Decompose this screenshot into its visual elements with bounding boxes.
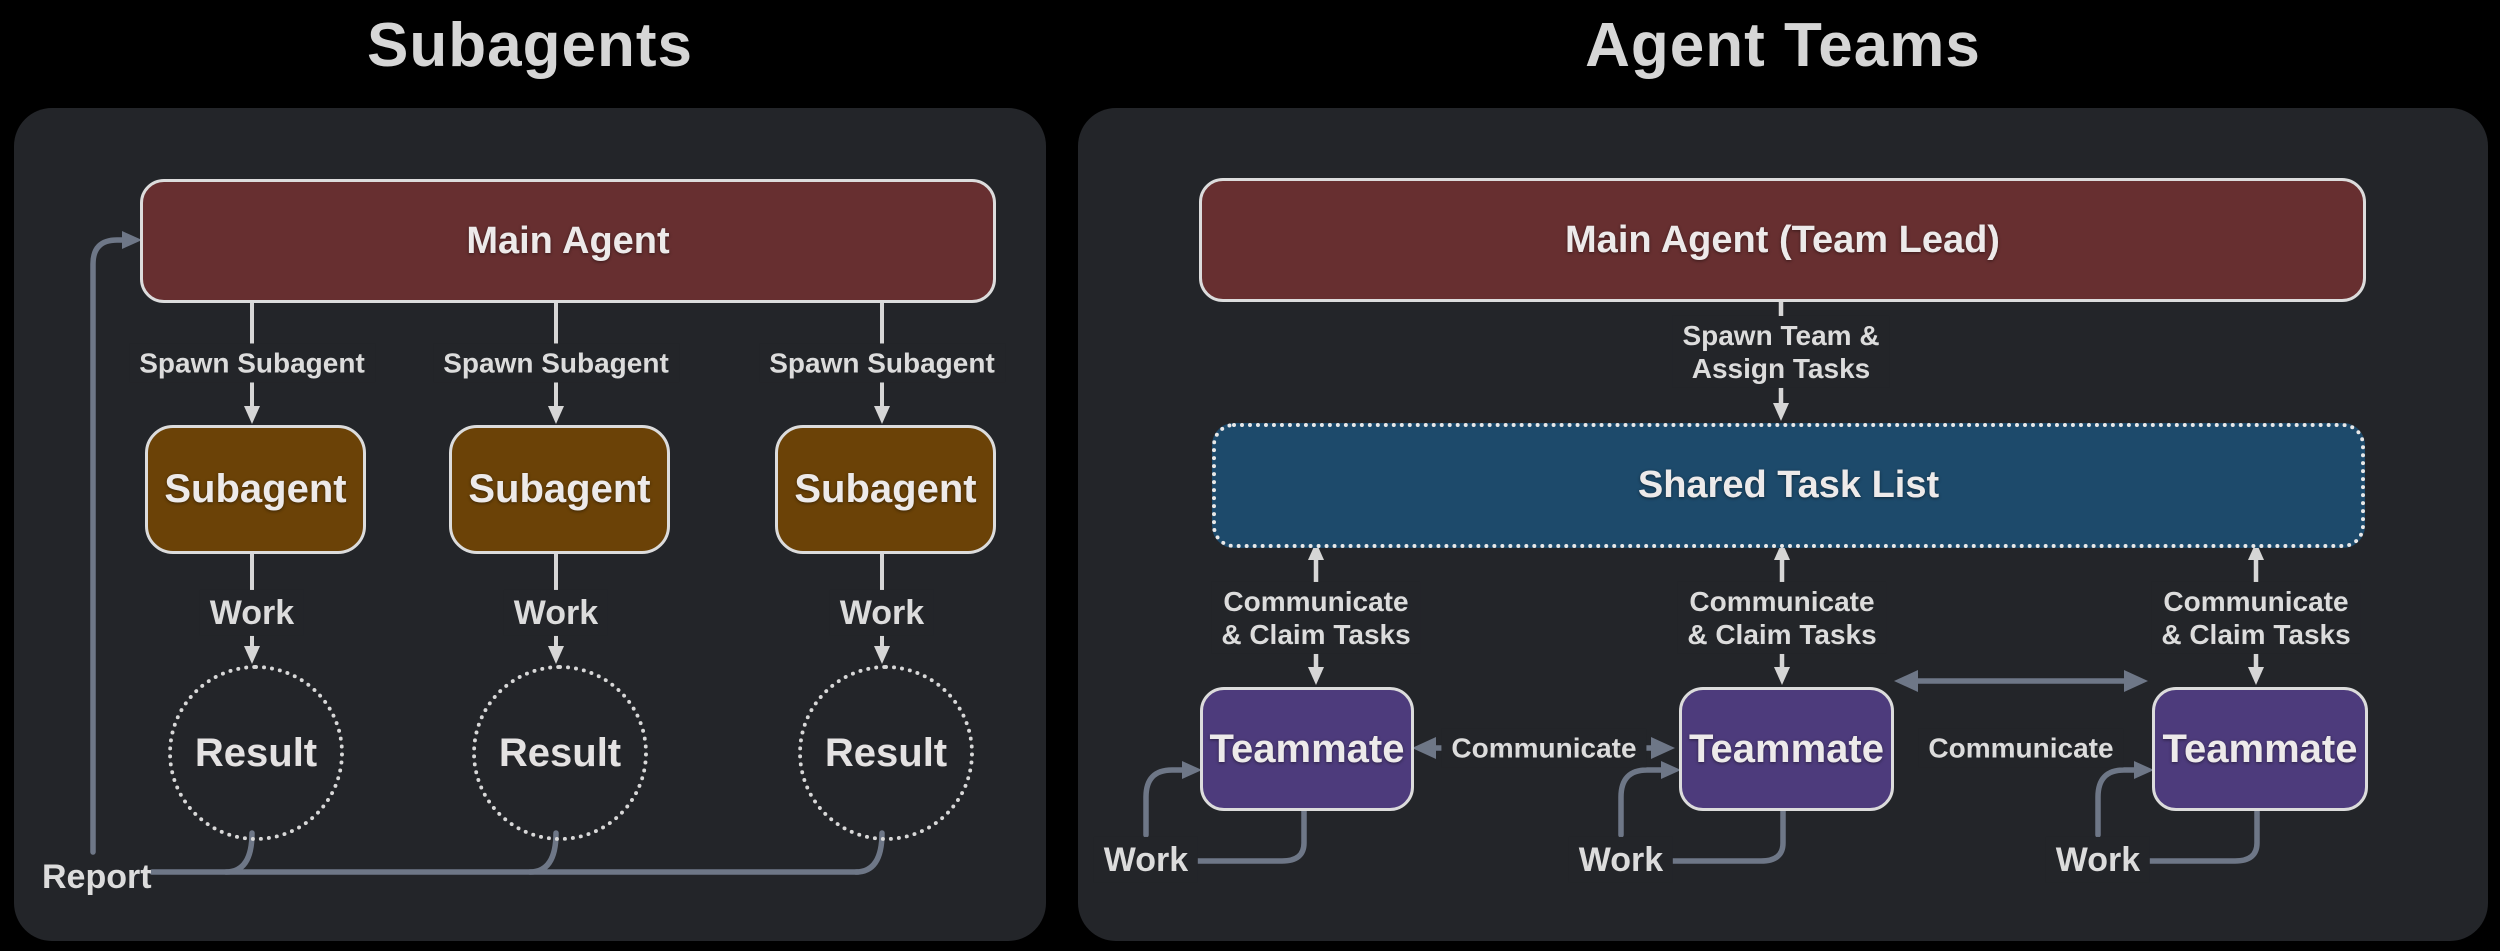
report-label: Report [42, 858, 152, 896]
claim-label-3-line1: Communicate [2163, 585, 2349, 617]
main-agent-label: Main Agent [466, 219, 670, 262]
team-lead-label: Main Agent (Team Lead) [1565, 218, 2000, 261]
agent-teams-title: Agent Teams [1585, 10, 1981, 80]
spawn-team-label: Spawn Team & Assign Tasks [1672, 315, 1890, 389]
claim-label-1-line1: Communicate [1223, 585, 1409, 617]
teammate-label-2: Teammate [1689, 726, 1884, 771]
work-loop-out-1 [1189, 803, 1307, 864]
spawn-team-label-line1: Spawn Team & [1682, 319, 1880, 351]
work-label-2: Work [503, 589, 609, 637]
teammate-box-1: Teammate [1200, 687, 1414, 811]
subagent-box-3: Subagent [775, 425, 996, 554]
communicate-arrowhead-right-1 [1651, 737, 1675, 759]
work-label-1: Work [199, 589, 305, 637]
subagent-box-2: Subagent [449, 425, 670, 554]
shared-task-list-label: Shared Task List [1637, 464, 1940, 506]
result-label-2: Result [498, 730, 622, 775]
subagent-label-3: Subagent [794, 467, 977, 511]
claim-label-1: Communicate & Claim Tasks [1211, 581, 1421, 655]
teammate-box-2: Teammate [1679, 687, 1894, 811]
spawn-subagent-label-3: Spawn Subagent [759, 343, 1005, 383]
work-loop-in-2 [1618, 761, 1681, 838]
result-circle-1: Result [168, 665, 344, 841]
spawn-team-label-line2: Assign Tasks [1691, 353, 1871, 384]
result-circle-2: Result [472, 665, 648, 841]
spawn-subagent-label-1: Spawn Subagent [129, 343, 375, 383]
spawn-subagent-label-2: Spawn Subagent [433, 343, 679, 383]
claim-label-1-line2: & Claim Tasks [1221, 619, 1411, 650]
work-label-3: Work [829, 589, 935, 637]
communicate-arrowhead-left-1 [1412, 737, 1436, 759]
teammate-label-1: Teammate [1209, 726, 1405, 771]
communicate-arrowhead-right-2 [2124, 670, 2148, 692]
claim-label-3: Communicate & Claim Tasks [2151, 581, 2361, 655]
subagent-box-1: Subagent [145, 425, 366, 554]
communicate-label-1: Communicate [1441, 728, 1647, 768]
teammate-box-3: Teammate [2152, 687, 2368, 811]
shared-task-list-box: Shared Task List [1212, 423, 2365, 548]
claim-label-2-line2: & Claim Tasks [1687, 619, 1877, 650]
communicate-arrowhead-left-2 [1894, 670, 1918, 692]
work-loop-in-1 [1143, 761, 1202, 838]
work-loop-label-2: Work [1568, 836, 1674, 884]
result-circle-3: Result [798, 665, 974, 841]
work-loop-in-3 [2095, 761, 2154, 838]
work-loop-out-3 [2139, 803, 2260, 864]
double-arrowheads [1412, 670, 2148, 759]
work-loop-label-1: Work [1093, 836, 1199, 884]
result-label-1: Result [194, 730, 318, 775]
result-label-3: Result [824, 730, 948, 775]
teammate-label-3: Teammate [2162, 726, 2358, 771]
communicate-label-2: Communicate [1918, 728, 2124, 768]
work-loop-label-3: Work [2045, 836, 2151, 884]
claim-label-2: Communicate & Claim Tasks [1677, 581, 1887, 655]
main-agent-box: Main Agent [140, 179, 996, 303]
subagent-label-2: Subagent [468, 467, 651, 511]
report-feedback-arrow [90, 231, 142, 855]
subagents-title: Subagents [367, 10, 693, 80]
team-lead-box: Main Agent (Team Lead) [1199, 178, 2366, 302]
claim-label-3-line2: & Claim Tasks [2161, 619, 2351, 650]
work-loop-out-2 [1665, 803, 1786, 864]
claim-label-2-line1: Communicate [1689, 585, 1875, 617]
subagent-label-1: Subagent [164, 467, 347, 511]
